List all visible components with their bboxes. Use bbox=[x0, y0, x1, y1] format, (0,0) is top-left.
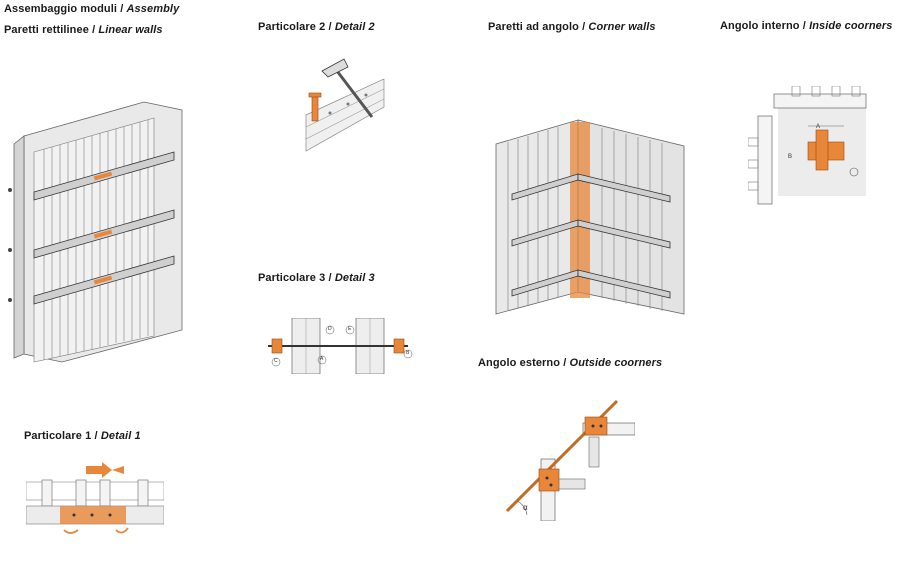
detail1-drawing bbox=[26, 462, 164, 542]
callout-c: C bbox=[274, 358, 278, 364]
page-title: Assembaggio moduli / Assembly bbox=[4, 3, 179, 15]
title-sep: / bbox=[117, 3, 127, 15]
detail3-label: Particolare 3 / Detail 3 bbox=[258, 272, 375, 284]
label-en: Detail 3 bbox=[334, 272, 375, 284]
callout-e: E bbox=[348, 326, 352, 332]
callout-b: B bbox=[788, 154, 793, 160]
inside-corners-label: Angolo interno / Inside coorners bbox=[720, 20, 893, 32]
outside-corners-label: Angolo esterno / Outside coorners bbox=[478, 357, 662, 369]
callout-a: A bbox=[816, 124, 821, 130]
label-it: Angolo esterno bbox=[478, 357, 561, 369]
label-sep: / bbox=[578, 21, 589, 33]
title-en: Assembly bbox=[126, 3, 180, 15]
corner-walls-label: Paretti ad angolo / Corner walls bbox=[488, 21, 656, 33]
label-it: Particolare 1 bbox=[24, 430, 92, 442]
label-en: Detail 2 bbox=[334, 21, 375, 33]
label-it: Paretti rettilinee bbox=[4, 24, 89, 36]
label-it: Angolo interno bbox=[720, 20, 800, 32]
label-en: Detail 1 bbox=[100, 430, 141, 442]
callout-d: D bbox=[328, 326, 332, 332]
inside-corners-drawing: A B bbox=[748, 86, 868, 208]
label-en: Inside coorners bbox=[809, 20, 893, 32]
label-sep: / bbox=[88, 24, 99, 36]
label-it: Paretti ad angolo bbox=[488, 21, 579, 33]
label-sep: / bbox=[325, 21, 335, 33]
outside-corners-drawing: α bbox=[505, 393, 635, 521]
label-en: Corner walls bbox=[588, 21, 656, 33]
label-sep: / bbox=[560, 357, 570, 369]
label-sep: / bbox=[799, 20, 810, 32]
detail3-drawing: C A E D B bbox=[262, 318, 414, 374]
linear-walls-label: Paretti rettilinee / Linear walls bbox=[4, 24, 163, 36]
label-en: Linear walls bbox=[98, 24, 163, 36]
corner-walls-drawing bbox=[494, 116, 688, 318]
label-it: Particolare 3 bbox=[258, 272, 326, 284]
detail1-label: Particolare 1 / Detail 1 bbox=[24, 430, 141, 442]
label-en: Outside coorners bbox=[569, 357, 663, 369]
callout-b: B bbox=[406, 350, 410, 356]
label-it: Particolare 2 bbox=[258, 21, 326, 33]
callout-a: A bbox=[320, 356, 324, 362]
label-sep: / bbox=[325, 272, 335, 284]
detail2-label: Particolare 2 / Detail 2 bbox=[258, 21, 375, 33]
label-sep: / bbox=[91, 430, 101, 442]
linear-walls-drawing bbox=[4, 100, 184, 365]
detail2-drawing bbox=[300, 55, 390, 165]
title-it: Assembaggio moduli bbox=[4, 3, 118, 15]
alpha-label: α bbox=[523, 503, 528, 512]
